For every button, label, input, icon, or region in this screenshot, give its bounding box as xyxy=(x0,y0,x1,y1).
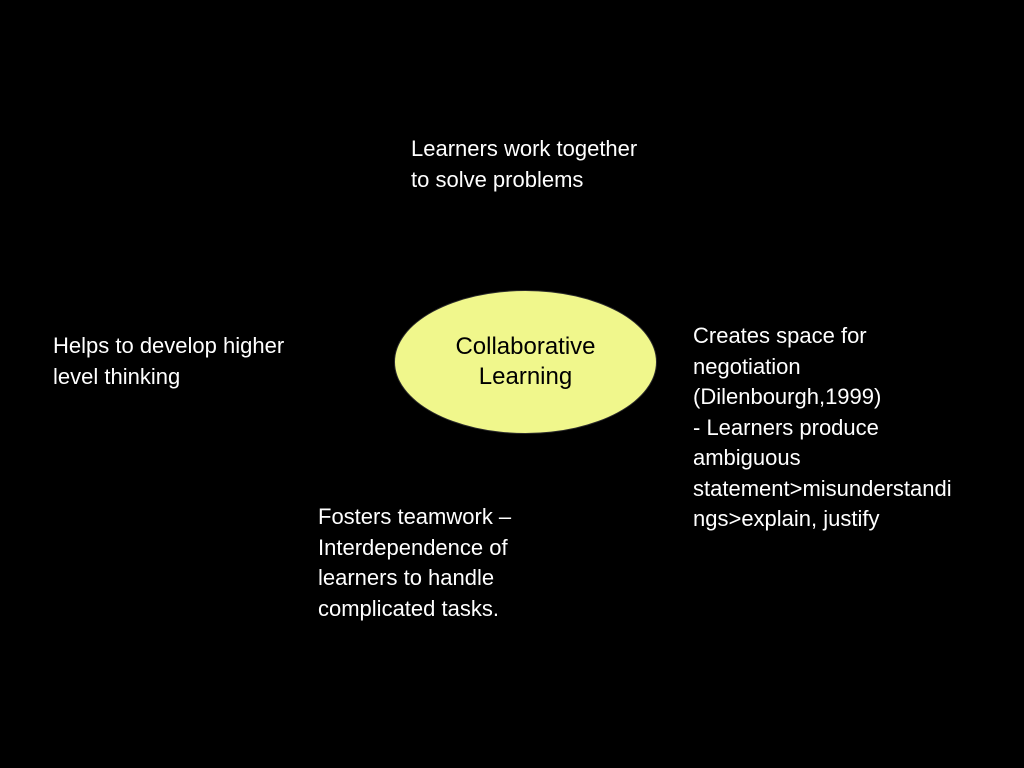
top-note-text: Learners work together to solve problems xyxy=(411,136,638,192)
center-ellipse: Collaborative Learning xyxy=(394,290,657,434)
center-label: Collaborative Learning xyxy=(455,333,596,390)
bottom-note-text: Fosters teamwork – Interdependence of le… xyxy=(318,504,512,621)
right-note-text: Creates space for negotiation (Dilenbour… xyxy=(693,323,952,531)
left-note-text: Helps to develop higher level thinking xyxy=(53,333,285,389)
